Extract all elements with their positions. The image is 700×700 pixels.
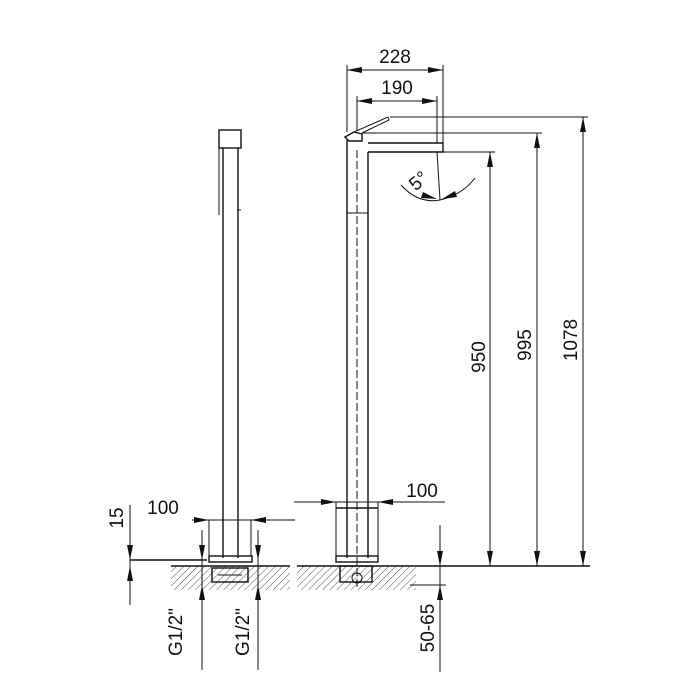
front-view [335, 116, 444, 590]
svg-text:5°: 5° [405, 168, 432, 196]
dimension-swivel-angle: 5° [400, 151, 476, 202]
dimension-1078: 1078 [390, 116, 588, 566]
svg-text:15: 15 [107, 507, 128, 528]
svg-text:50-65: 50-65 [418, 604, 439, 653]
svg-text:950: 950 [469, 341, 490, 373]
dimension-inlet-left: G1/2" [166, 530, 205, 670]
dimension-190: 190 [356, 78, 438, 143]
dimension-install-depth: 50-65 [410, 525, 446, 672]
side-view [208, 129, 253, 583]
svg-text:G1/2": G1/2" [233, 608, 254, 656]
floor-hatch-left [171, 566, 290, 590]
dimension-front-100: 100 [294, 481, 445, 505]
svg-text:100: 100 [406, 481, 438, 502]
svg-text:1078: 1078 [561, 319, 582, 361]
dimension-995: 995 [395, 132, 542, 566]
dimension-side-100: 100 [147, 498, 295, 523]
svg-text:228: 228 [379, 47, 411, 68]
dimension-inlet-right: G1/2" [233, 530, 261, 670]
svg-text:995: 995 [515, 329, 536, 361]
svg-text:190: 190 [381, 78, 413, 99]
svg-text:100: 100 [147, 498, 179, 519]
dimension-950: 950 [443, 151, 495, 566]
dimension-228: 228 [346, 47, 444, 143]
svg-text:G1/2": G1/2" [166, 608, 187, 656]
dimension-15: 15 [107, 505, 133, 605]
